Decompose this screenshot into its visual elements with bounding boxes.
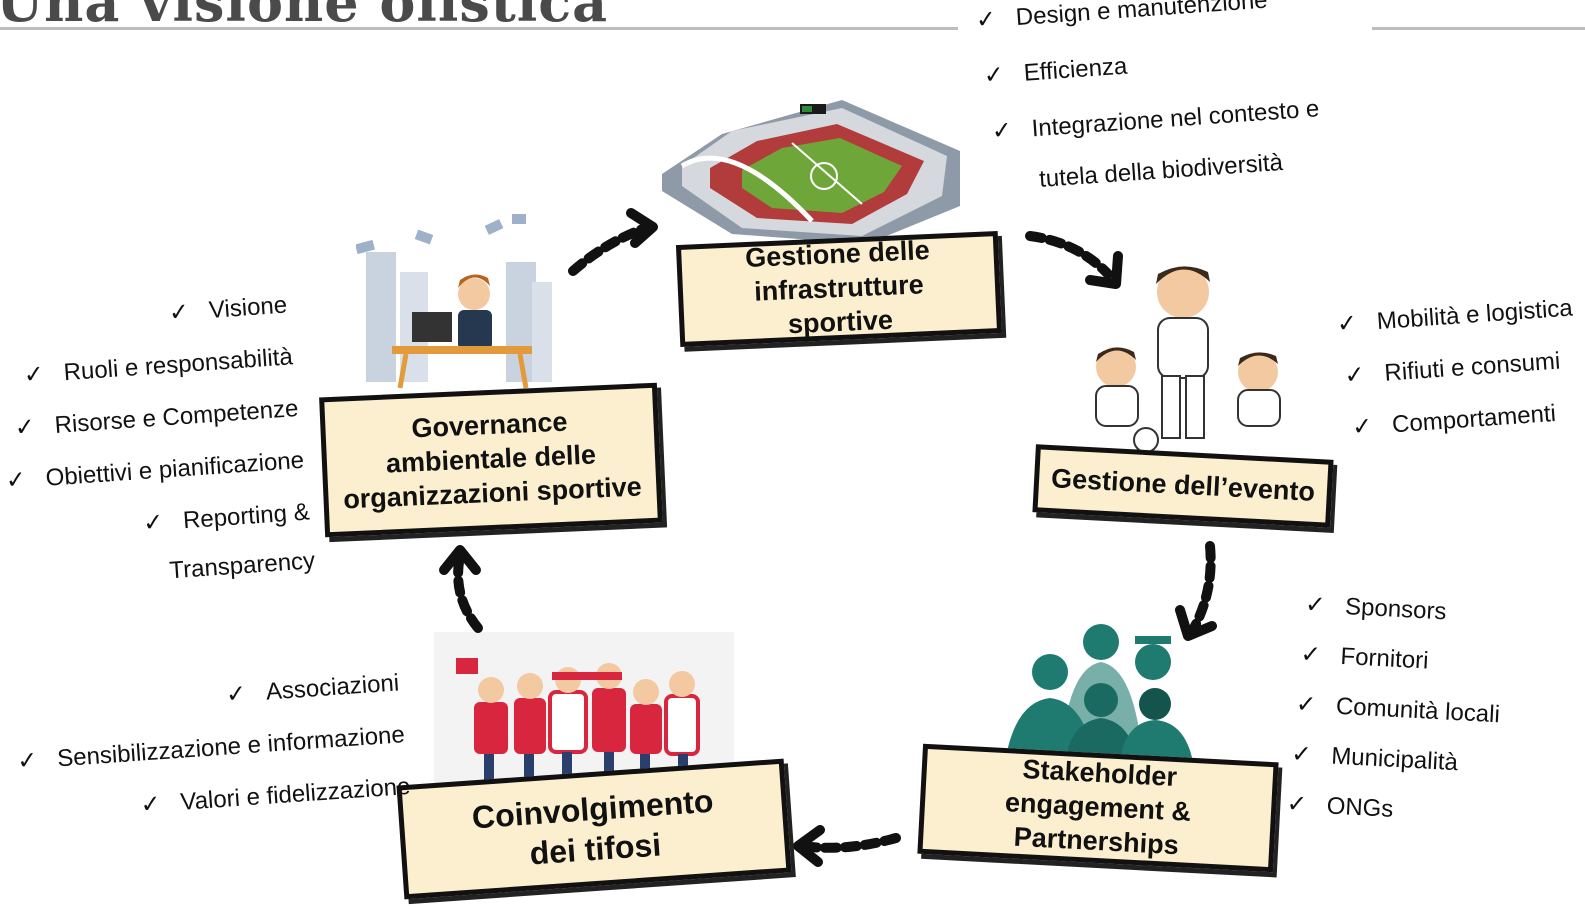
office-worker-illustration <box>356 214 552 389</box>
list-item: ✓ Sensibilizzazione e informazione <box>16 720 406 776</box>
node-event-label: Gestione dell’evento <box>1050 463 1316 508</box>
list-item: Transparency <box>168 547 316 585</box>
check-icon: ✓ <box>1336 309 1359 338</box>
list-item: ✓ Comunità locali <box>1295 690 1501 728</box>
check-icon: ✓ <box>1304 590 1327 620</box>
check-icon: ✓ <box>1286 790 1308 819</box>
list-item: ✓ Fornitori <box>1299 640 1430 674</box>
check-icon: ✓ <box>1351 412 1374 442</box>
list-item: ✓ Municipalità <box>1290 740 1459 776</box>
check-icon: ✓ <box>13 413 36 442</box>
node-infrastructures-label: Gestione delle infrastrutture sportive <box>744 235 931 340</box>
node-event: Gestione dell’evento <box>1032 444 1334 528</box>
check-icon: ✓ <box>982 61 1005 90</box>
header-rule-right <box>1372 27 1585 30</box>
arrow-stakeholder-to-fans <box>793 825 901 867</box>
check-icon: ✓ <box>225 680 248 709</box>
arrow-event-to-stakeholder <box>1175 541 1217 641</box>
list-item: ✓ Valori e fidelizzazione <box>139 772 412 819</box>
arrow-fans-to-governance <box>439 545 483 633</box>
list-item: ✓ Sponsors <box>1304 590 1448 625</box>
stakeholder-silhouettes-illustration <box>1005 624 1193 762</box>
list-item: ✓ Obiettivi e pianificazione <box>4 446 305 495</box>
check-icon: ✓ <box>1299 640 1322 669</box>
check-icon: ✓ <box>139 790 162 819</box>
node-infrastructures: Gestione delle infrastrutture sportive <box>675 231 1003 347</box>
check-icon: ✓ <box>16 746 39 776</box>
fans-illustration <box>434 632 734 790</box>
list-item: ✓ Integrazione nel contesto e <box>990 94 1321 146</box>
arrow-infrastructures-to-event <box>1025 231 1123 289</box>
list-item: ✓ Ruoli e responsabilità <box>22 342 294 390</box>
check-icon: ✓ <box>1290 740 1313 769</box>
check-icon: ✓ <box>1343 361 1366 390</box>
soccer-players-illustration <box>1095 266 1281 452</box>
list-item: ✓ Design e manutenzione <box>975 0 1269 34</box>
check-icon: ✓ <box>975 5 998 34</box>
list-item: ✓ Mobilità e logistica <box>1336 294 1574 338</box>
check-icon: ✓ <box>142 508 165 538</box>
list-governance: ✓ Visione ✓ Ruoli e responsabilità ✓ Ris… <box>4 290 316 600</box>
arrow-governance-to-infrastructures <box>568 208 658 276</box>
node-governance: Governance ambientale delle organizzazio… <box>319 382 663 538</box>
node-governance-label: Governance ambientale delle organizzazio… <box>342 407 643 515</box>
header-rule-left <box>0 27 958 30</box>
check-icon: ✓ <box>4 466 27 495</box>
list-item: ✓ Rifiuti e consumi <box>1343 347 1562 390</box>
check-icon: ✓ <box>168 298 191 327</box>
list-fans: ✓ Associazioni ✓ Sensibilizzazione e inf… <box>16 668 414 834</box>
list-item: ✓ Associazioni <box>225 668 400 709</box>
list-item: ✓ Efficienza <box>982 52 1129 90</box>
list-item: tutela della biodiversità <box>1038 148 1284 193</box>
list-item: ✓ Risorse e Competenze <box>13 394 300 442</box>
list-item: ✓ ONGs <box>1286 790 1395 823</box>
stadium-illustration <box>662 100 960 244</box>
list-item: ✓ Comportamenti <box>1351 399 1557 442</box>
list-item: ✓ Reporting & <box>142 497 311 538</box>
node-stakeholder-label: Stakeholder engagement & Partnerships <box>1004 754 1192 861</box>
check-icon: ✓ <box>1295 690 1317 719</box>
list-item: ✓ Visione <box>168 291 288 327</box>
check-icon: ✓ <box>22 360 45 390</box>
node-stakeholder: Stakeholder engagement & Partnerships <box>917 743 1279 873</box>
node-fans-label: Coinvolgimento dei tifosi <box>470 782 715 872</box>
check-icon: ✓ <box>990 116 1013 146</box>
